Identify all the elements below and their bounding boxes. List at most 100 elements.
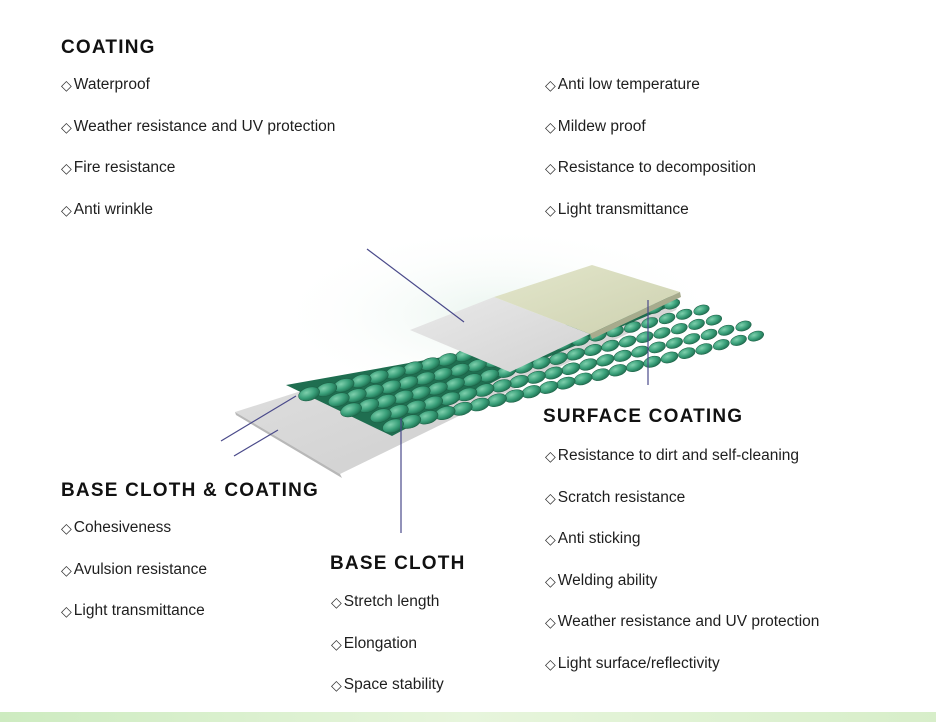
surface-coating-list-item: ◇Anti sticking <box>545 529 819 571</box>
weave-bump <box>658 312 676 325</box>
base-cloth-coating-list-item: ◇Avulsion resistance <box>61 560 207 602</box>
coating-list-item: ◇Waterproof <box>61 75 335 117</box>
diamond-bullet-icon: ◇ <box>331 594 342 610</box>
weave-bump <box>660 351 679 364</box>
base-layer-edge <box>235 412 342 478</box>
list-item-label: Light transmittance <box>73 602 205 619</box>
weave-bump <box>298 386 320 402</box>
base-cloth-coating-list: ◇Cohesiveness◇Avulsion resistance◇Light … <box>61 518 207 643</box>
coating-list-item: ◇Light transmittance <box>545 200 756 242</box>
weave-bump <box>688 318 705 330</box>
diamond-bullet-icon: ◇ <box>545 614 556 630</box>
base-cloth-list-item: ◇Space stability <box>331 675 444 717</box>
diamond-bullet-icon: ◇ <box>545 489 556 506</box>
diamond-bullet-icon: ◇ <box>61 201 72 218</box>
surface-coating-sheet <box>494 265 680 334</box>
surface-coating-list-item: ◇Resistance to dirt and self-cleaning <box>545 446 819 488</box>
weave-bump <box>676 308 693 320</box>
surface-coating-list-item: ◇Light surface/reflectivity <box>545 654 819 696</box>
surface-coating-list: ◇Resistance to dirt and self-cleaning◇Sc… <box>545 446 819 695</box>
coating-list-item: ◇Fire resistance <box>61 158 335 200</box>
diamond-bullet-icon: ◇ <box>545 118 556 135</box>
list-item-label: Waterproof <box>73 76 150 93</box>
surface-coating-list-item: ◇Scratch resistance <box>545 488 819 530</box>
weave-bump <box>718 324 735 336</box>
weave-bump <box>695 343 713 355</box>
weave-bump <box>340 402 362 418</box>
list-item-label: Fire resistance <box>73 159 176 176</box>
base-cloth-list-item: ◇Stretch length <box>331 592 444 634</box>
diamond-bullet-icon: ◇ <box>61 118 72 135</box>
surface-coating-edge <box>590 292 681 339</box>
list-item-label: Stretch length <box>343 593 440 610</box>
diamond-bullet-icon: ◇ <box>61 160 72 176</box>
list-item-label: Scratch resistance <box>557 488 686 506</box>
diamond-bullet-icon: ◇ <box>545 77 556 93</box>
weave-bump <box>705 314 722 326</box>
list-item-label: Resistance to dirt and self-cleaning <box>557 447 800 464</box>
coating-list-right: ◇Anti low temperature◇Mildew proof◇Resis… <box>545 75 756 241</box>
coating-list-item: ◇Resistance to decomposition <box>545 158 756 200</box>
weave-bump <box>747 330 764 342</box>
base-cloth-coating-list-item: ◇Light transmittance <box>61 601 207 643</box>
list-item-label: Anti wrinkle <box>73 200 154 218</box>
list-item-label: Weather resistance and UV protection <box>557 613 820 630</box>
weave-bump <box>683 333 701 345</box>
list-item-label: Mildew proof <box>557 117 646 135</box>
coating-list-item: ◇Weather resistance and UV protection <box>61 117 335 159</box>
diamond-bullet-icon: ◇ <box>545 531 556 547</box>
weave-bump <box>636 331 654 343</box>
coating-list-left: ◇Waterproof◇Weather resistance and UV pr… <box>61 75 335 241</box>
weave-bump <box>382 418 404 434</box>
weave-bump <box>735 320 752 332</box>
coating-list-item: ◇Anti wrinkle <box>61 200 335 242</box>
coating-list-item: ◇Anti low temperature <box>545 75 756 117</box>
weave-bump <box>623 321 641 333</box>
weave-bump <box>618 335 637 348</box>
list-item-label: Anti low temperature <box>557 76 700 93</box>
base-cloth-coating-list-item: ◇Cohesiveness <box>61 518 207 560</box>
list-item-label: Resistance to decomposition <box>557 159 756 176</box>
diamond-bullet-icon: ◇ <box>545 572 556 589</box>
diamond-bullet-icon: ◇ <box>545 655 556 672</box>
base-cloth-heading: BASE CLOTH <box>330 553 466 574</box>
weave-bump <box>665 337 683 349</box>
diamond-bullet-icon: ◇ <box>545 448 556 464</box>
coating-list-item: ◇Mildew proof <box>545 117 756 159</box>
bottom-bar <box>0 712 936 722</box>
base-cloth-list: ◇Stretch length◇Elongation◇Space stabili… <box>331 592 444 717</box>
list-item-label: Avulsion resistance <box>73 560 208 578</box>
list-item-label: Cohesiveness <box>73 519 172 536</box>
list-item-label: Welding ability <box>557 571 658 589</box>
pointer-line-bcc-1 <box>220 395 297 442</box>
coating-heading: COATING <box>61 37 156 58</box>
weave-bump <box>648 341 666 354</box>
diamond-bullet-icon: ◇ <box>331 635 342 652</box>
pointer-lines <box>220 248 649 533</box>
pointer-line-bcc-2 <box>233 429 279 457</box>
base-cloth-coating-heading: BASE CLOTH & COATING <box>61 480 319 501</box>
diamond-bullet-icon: ◇ <box>61 561 72 578</box>
surface-coating-heading: SURFACE COATING <box>543 406 744 427</box>
list-item-label: Light transmittance <box>557 200 689 218</box>
diamond-bullet-icon: ◇ <box>331 677 342 693</box>
weave-bump <box>700 328 718 341</box>
list-item-label: Weather resistance and UV protection <box>73 117 336 135</box>
list-item-label: Anti sticking <box>557 530 641 547</box>
diamond-bullet-icon: ◇ <box>545 201 556 218</box>
weave-bump <box>369 408 392 423</box>
surface-coating-list-item: ◇Weather resistance and UV protection <box>545 612 819 654</box>
surface-coating-list-item: ◇Welding ability <box>545 571 819 613</box>
weave-bump <box>327 392 350 407</box>
weave-bump <box>678 347 696 359</box>
list-item-label: Space stability <box>343 676 444 693</box>
diamond-bullet-icon: ◇ <box>61 77 72 93</box>
weave-bump <box>713 339 730 351</box>
diamond-bullet-icon: ◇ <box>61 603 72 619</box>
weave-bump <box>693 304 710 316</box>
diamond-bullet-icon: ◇ <box>61 520 72 536</box>
weave-bump <box>671 323 688 335</box>
base-cloth-list-item: ◇Elongation <box>331 634 444 676</box>
weave-bump <box>730 334 747 346</box>
